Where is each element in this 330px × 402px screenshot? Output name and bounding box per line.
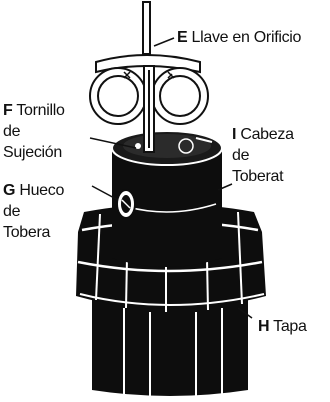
- leader-F: [89, 137, 137, 149]
- callout-E-letter: E: [177, 29, 188, 46]
- callout-I-text-2: de: [232, 147, 250, 164]
- callout-G: G Hueco de Tobera: [3, 180, 64, 243]
- leader-E: [153, 37, 175, 47]
- leader-lines: [89, 37, 253, 319]
- callout-H-text: Tapa: [273, 318, 307, 335]
- callout-H-letter: H: [258, 318, 270, 335]
- leader-G: [91, 185, 119, 201]
- callout-G-text-2: de: [3, 203, 21, 220]
- callout-F-text-3: Sujeción: [3, 144, 62, 161]
- callout-I-text-1: Cabeza: [240, 126, 294, 143]
- callout-E-text: Llave en Orificio: [191, 29, 302, 46]
- callout-I: I Cabeza de Toberat: [232, 124, 294, 187]
- callout-F-text-2: de: [3, 123, 21, 140]
- callout-G-text-1: Hueco: [19, 182, 65, 199]
- leader-H: [237, 307, 253, 319]
- callout-I-letter: I: [232, 126, 237, 143]
- sprinkler-body: [92, 300, 248, 400]
- callout-H: H Tapa: [258, 316, 307, 337]
- callout-F-text-1: Tornillo: [16, 102, 65, 119]
- callout-F: F Tornillo de Sujeción: [3, 100, 65, 163]
- callout-E: E Llave en Orificio: [177, 27, 301, 48]
- callout-G-text-3: Tobera: [3, 224, 51, 241]
- callout-F-letter: F: [3, 102, 13, 119]
- nozzle-head: [111, 130, 223, 267]
- leader-I: [217, 183, 233, 191]
- callout-I-text-3: Toberat: [232, 168, 284, 185]
- nozzle-key-tool: [89, 1, 209, 153]
- callout-G-letter: G: [3, 182, 16, 199]
